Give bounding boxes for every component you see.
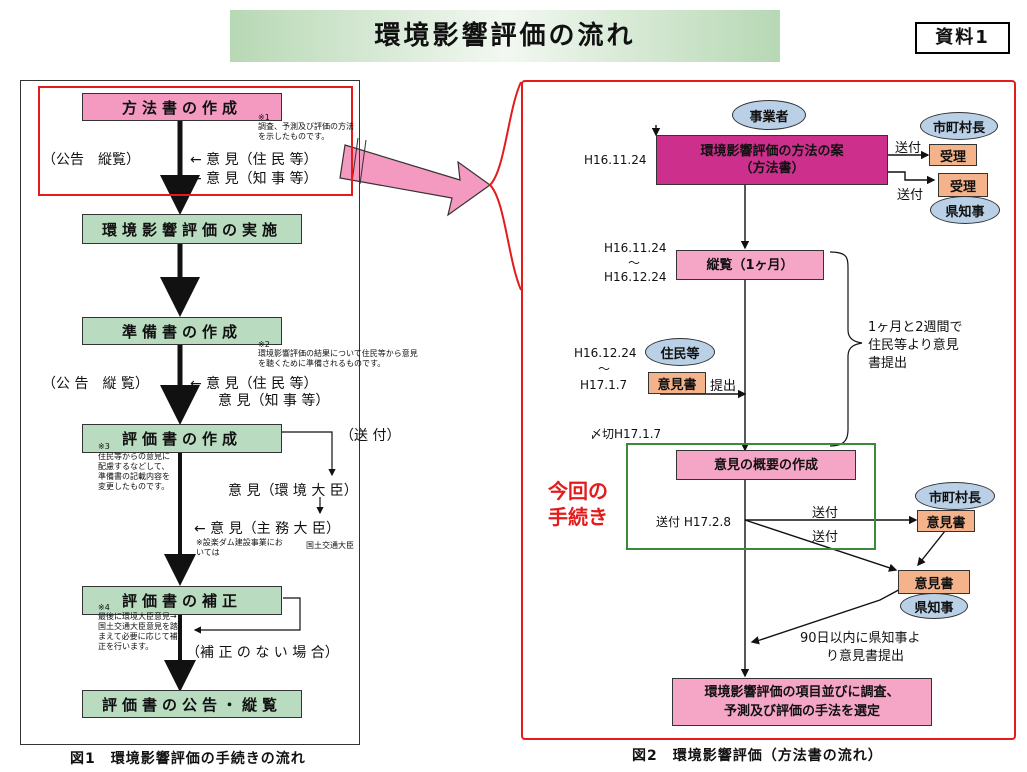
fig1-note4-mark: ※4 — [98, 603, 110, 612]
fig2-sofu-b: 送付 — [897, 188, 924, 203]
document-label: 資料1 — [915, 22, 1010, 54]
fig1-step-hohosho: 方法書の作成 — [82, 93, 282, 121]
fig2-final-line1: 環境影響評価の項目並びに調査、 — [704, 685, 900, 700]
fig1-caption: 図1 環境影響評価の手続きの流れ — [70, 751, 306, 767]
fig1-step-kokoku: 評価書の公告・縦覧 — [82, 690, 302, 718]
fig1-iken-kankyo: 意 見（環 境 大 臣） — [228, 483, 358, 499]
fig2-juran-date1: H16.11.24 — [604, 241, 667, 255]
fig2-chiji-return — [750, 585, 907, 645]
fig2-shichoson-top: 市町村長 — [920, 112, 998, 140]
fig1-kokoku-1: （公告 縦覧） — [42, 152, 140, 168]
fig2-brace-text-1: 1ヶ月と2週間で — [868, 320, 963, 335]
fig2-juran-tilde: ～ — [628, 256, 641, 270]
fig2-shicho-to-chiji — [917, 530, 946, 567]
fig2-juri-b: 受理 — [938, 173, 988, 197]
fig2-hoho-an-line2: （方法書） — [739, 161, 805, 176]
fig1-sofu: （送 付） — [340, 428, 401, 444]
fig2-konkai-line2: 手続き — [548, 505, 608, 529]
fig2-hoho-an-line1: 環境影響評価の方法の案 — [700, 144, 844, 159]
fig2-konkai-label: 今回の 手続き — [548, 478, 608, 530]
fig1-note2: 環境影響評価の結果について住民等から意見を聴くために準備されるものです。 — [258, 349, 418, 368]
fig2-kenchiji-bottom: 県知事 — [900, 593, 968, 619]
fig2-ikensho-jumin: 意見書 — [648, 372, 706, 394]
fig1-note3-mark: ※3 — [98, 442, 110, 451]
fig2-jumin-date1: H16.12.24 — [574, 346, 637, 360]
fig1-note1-mark: ※1 — [258, 113, 270, 122]
fig2-caption: 図2 環境影響評価（方法書の流れ） — [632, 748, 883, 764]
fig1-step-hosei: 評価書の補正 — [82, 586, 282, 615]
fig2-jumin-date2: H17.1.7 — [580, 378, 628, 392]
fig2-frame — [521, 80, 1016, 740]
fig1-iken-chiji-1: ← 意 見（知 事 等） — [190, 171, 318, 187]
fig2-ikensho-shicho: 意見書 — [917, 510, 975, 532]
fig1-hosei-loop — [193, 597, 301, 634]
fig2-shichoson-bottom: 市町村長 — [915, 482, 995, 510]
callout-arrow — [339, 144, 492, 217]
fig2-date-submit: H16.11.24 — [584, 153, 647, 167]
fig2-ninety-2: り意見書提出 — [826, 649, 905, 664]
fig2-sofu-c: 送付 — [812, 506, 839, 521]
fig2-ninety-1: 90日以内に県知事よ — [800, 631, 921, 646]
fig2-teishutsu: 提出 — [710, 379, 737, 394]
fig1-kokoku-2: （公 告 縦 覧） — [42, 376, 149, 392]
fig1-iken-jumin-2: ← 意 見（住 民 等） — [190, 376, 318, 392]
fig2-final: 環境影響評価の項目並びに調査、 予測及び評価の手法を選定 — [672, 678, 932, 726]
fig1-note2-mark: ※2 — [258, 340, 270, 349]
fig2-sofu-date: 送付 H17.2.8 — [656, 515, 732, 529]
fig1-note1: 調査、予測及び評価の方法を示したものです。 — [258, 122, 354, 141]
fig2-sofu-chiji — [888, 171, 936, 185]
fig1-sofu-line — [282, 431, 336, 477]
fig1-dam-note: ※設楽ダム建設事業においては — [196, 538, 283, 557]
fig2-jumin: 住民等 — [645, 338, 715, 366]
fig2-sofu-d: 送付 — [812, 530, 839, 545]
page-title: 環境影響評価の流れ — [230, 10, 780, 62]
fig1-iken-jumin-1: ← 意 見（住 民 等） — [190, 152, 318, 168]
fig2-gaiyo: 意見の概要の作成 — [676, 450, 856, 480]
fig2-jumin-tilde: ～ — [598, 362, 611, 376]
fig1-step-jisshi: 環境影響評価の実施 — [82, 214, 302, 244]
fig1-mlit: 国土交通大臣 — [306, 541, 354, 550]
fig2-juran-date2: H16.12.24 — [604, 270, 667, 284]
fig2-jigyosha: 事業者 — [732, 100, 806, 130]
fig2-brace-text-3: 書提出 — [868, 356, 908, 371]
fig1-note4: 最後に環境大臣意見→国土交通大臣意見を踏まえて必要に応じて補正を行います。 — [98, 612, 178, 651]
fig2-final-line2: 予測及び評価の手法を選定 — [723, 704, 880, 719]
fig1-no-hosei: （補 正 の な い 場 合） — [186, 645, 339, 661]
fig1-iken-shumu: ← 意 見（主 務 大 臣） — [194, 521, 340, 537]
fig2-konkai-line1: 今回の — [548, 479, 608, 503]
fig1-note3: 住民等からの意見に配慮するなどして、準備書の記載内容を変更したものです。 — [98, 452, 170, 491]
fig2-shimekiri: 〆切H17.1.7 — [590, 427, 662, 441]
fig2-current-frame — [626, 443, 876, 550]
fig1-iken-chiji-2: 意 見（知 事 等） — [218, 393, 330, 409]
fig1-step-hyokasho: 評価書の作成 — [82, 424, 282, 453]
fig2-brace-text-2: 住民等より意見 — [868, 338, 959, 353]
fig2-juran: 縦覧（1ヶ月） — [676, 250, 824, 280]
fig1-frame — [20, 80, 360, 745]
fig2-brace — [829, 251, 863, 447]
fig1-step-junbisho: 準備書の作成 — [82, 317, 282, 345]
fig1-highlight-frame — [38, 86, 353, 196]
fig2-juri-a: 受理 — [929, 144, 977, 166]
fig2-hoho-an: 環境影響評価の方法の案 （方法書） — [656, 135, 888, 185]
fig2-kenchiji-top: 県知事 — [930, 196, 1000, 224]
fig2-sofu-chiji2 — [744, 519, 898, 572]
fig2-ikensho-chiji: 意見書 — [898, 570, 970, 594]
fig2-sofu-a: 送付 — [895, 141, 922, 156]
